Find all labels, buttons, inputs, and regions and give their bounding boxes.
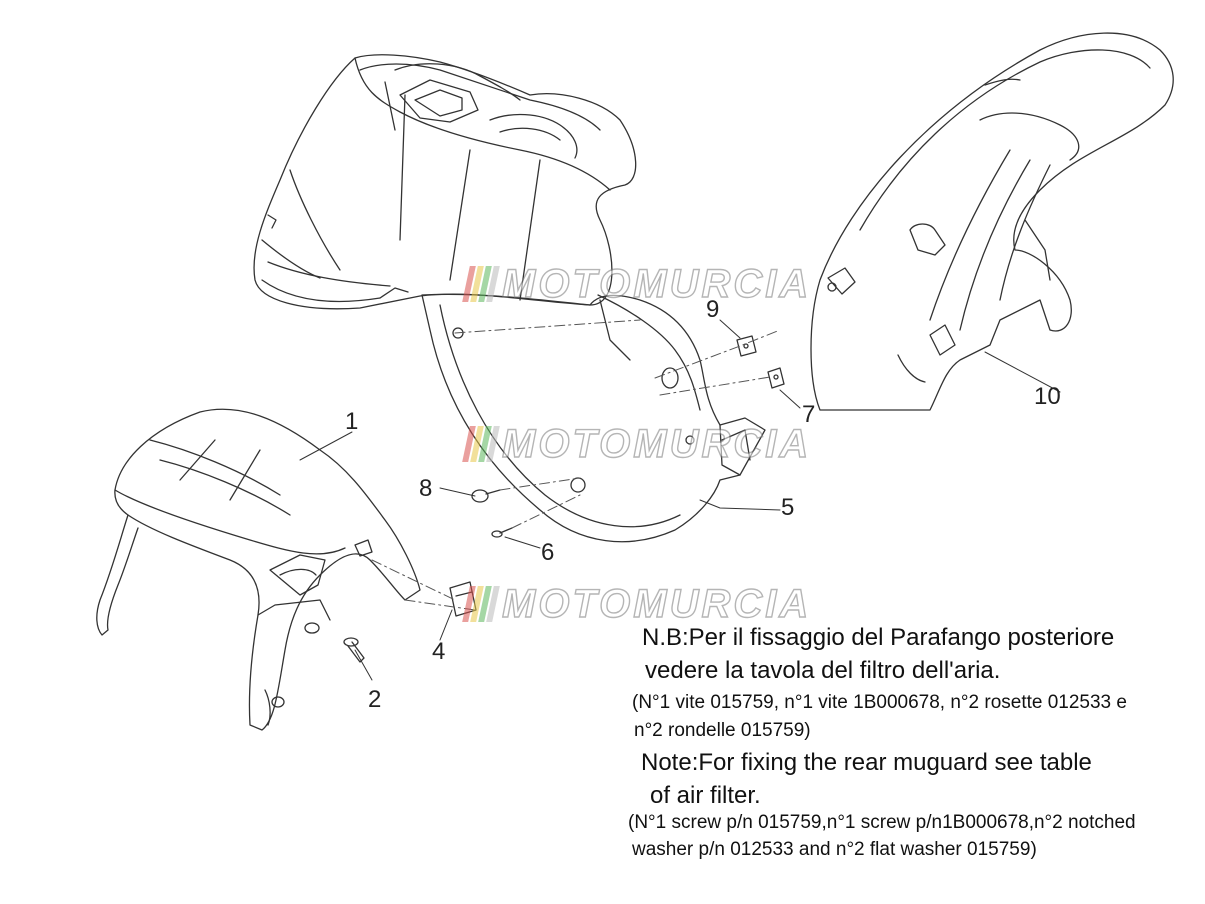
note-en-line2: of air filter. [650, 782, 761, 809]
front-shield-housing [253, 54, 637, 310]
washer-9 [736, 335, 757, 357]
screw-2 [343, 637, 365, 663]
note-it-line1: N.B:Per il fissaggio del Parafango poste… [642, 624, 1115, 651]
note-it-line2: vedere la tavola del filtro dell'aria. [645, 657, 1001, 684]
watermark-flag-icon [462, 266, 502, 302]
inner-mudguard [421, 293, 766, 543]
callout-9: 9 [706, 296, 720, 323]
watermark-logo: MOTOMURCIA [462, 582, 812, 626]
watermark-flag-icon [462, 586, 502, 622]
leader-lines [299, 319, 1061, 681]
washer-7 [767, 367, 785, 389]
watermark-text: MOTOMURCIA [501, 262, 812, 306]
callout-8: 8 [419, 475, 433, 502]
callout-2: 2 [368, 686, 382, 713]
callout-10: 10 [1034, 383, 1061, 410]
watermark-logo: MOTOMURCIA [462, 422, 812, 466]
callout-6: 6 [541, 539, 555, 566]
note-en-line3: (N°1 screw p/n 015759,n°1 screw p/n1B000… [628, 812, 1136, 833]
front-mudguard [96, 408, 421, 731]
watermark-text: MOTOMURCIA [501, 422, 812, 466]
note-it-line3: (N°1 vite 015759, n°1 vite 1B000678, n°2… [632, 692, 1127, 713]
note-en-line1: Note:For fixing the rear muguard see tab… [641, 749, 1092, 776]
alignment-lines [371, 319, 781, 611]
callout-7: 7 [802, 401, 816, 428]
note-en-line4: washer p/n 012533 and n°2 flat washer 01… [632, 839, 1037, 860]
note-it-line4: n°2 rondelle 015759) [634, 720, 811, 741]
screw-6 [491, 527, 513, 538]
watermark-text: MOTOMURCIA [501, 582, 812, 626]
callout-5: 5 [781, 494, 795, 521]
callout-1: 1 [345, 408, 359, 435]
screw-8 [471, 489, 501, 503]
watermark-flag-icon [462, 426, 502, 462]
watermark-logo: MOTOMURCIA [462, 262, 812, 306]
rear-mudguard [810, 32, 1174, 411]
callout-4: 4 [432, 638, 446, 665]
